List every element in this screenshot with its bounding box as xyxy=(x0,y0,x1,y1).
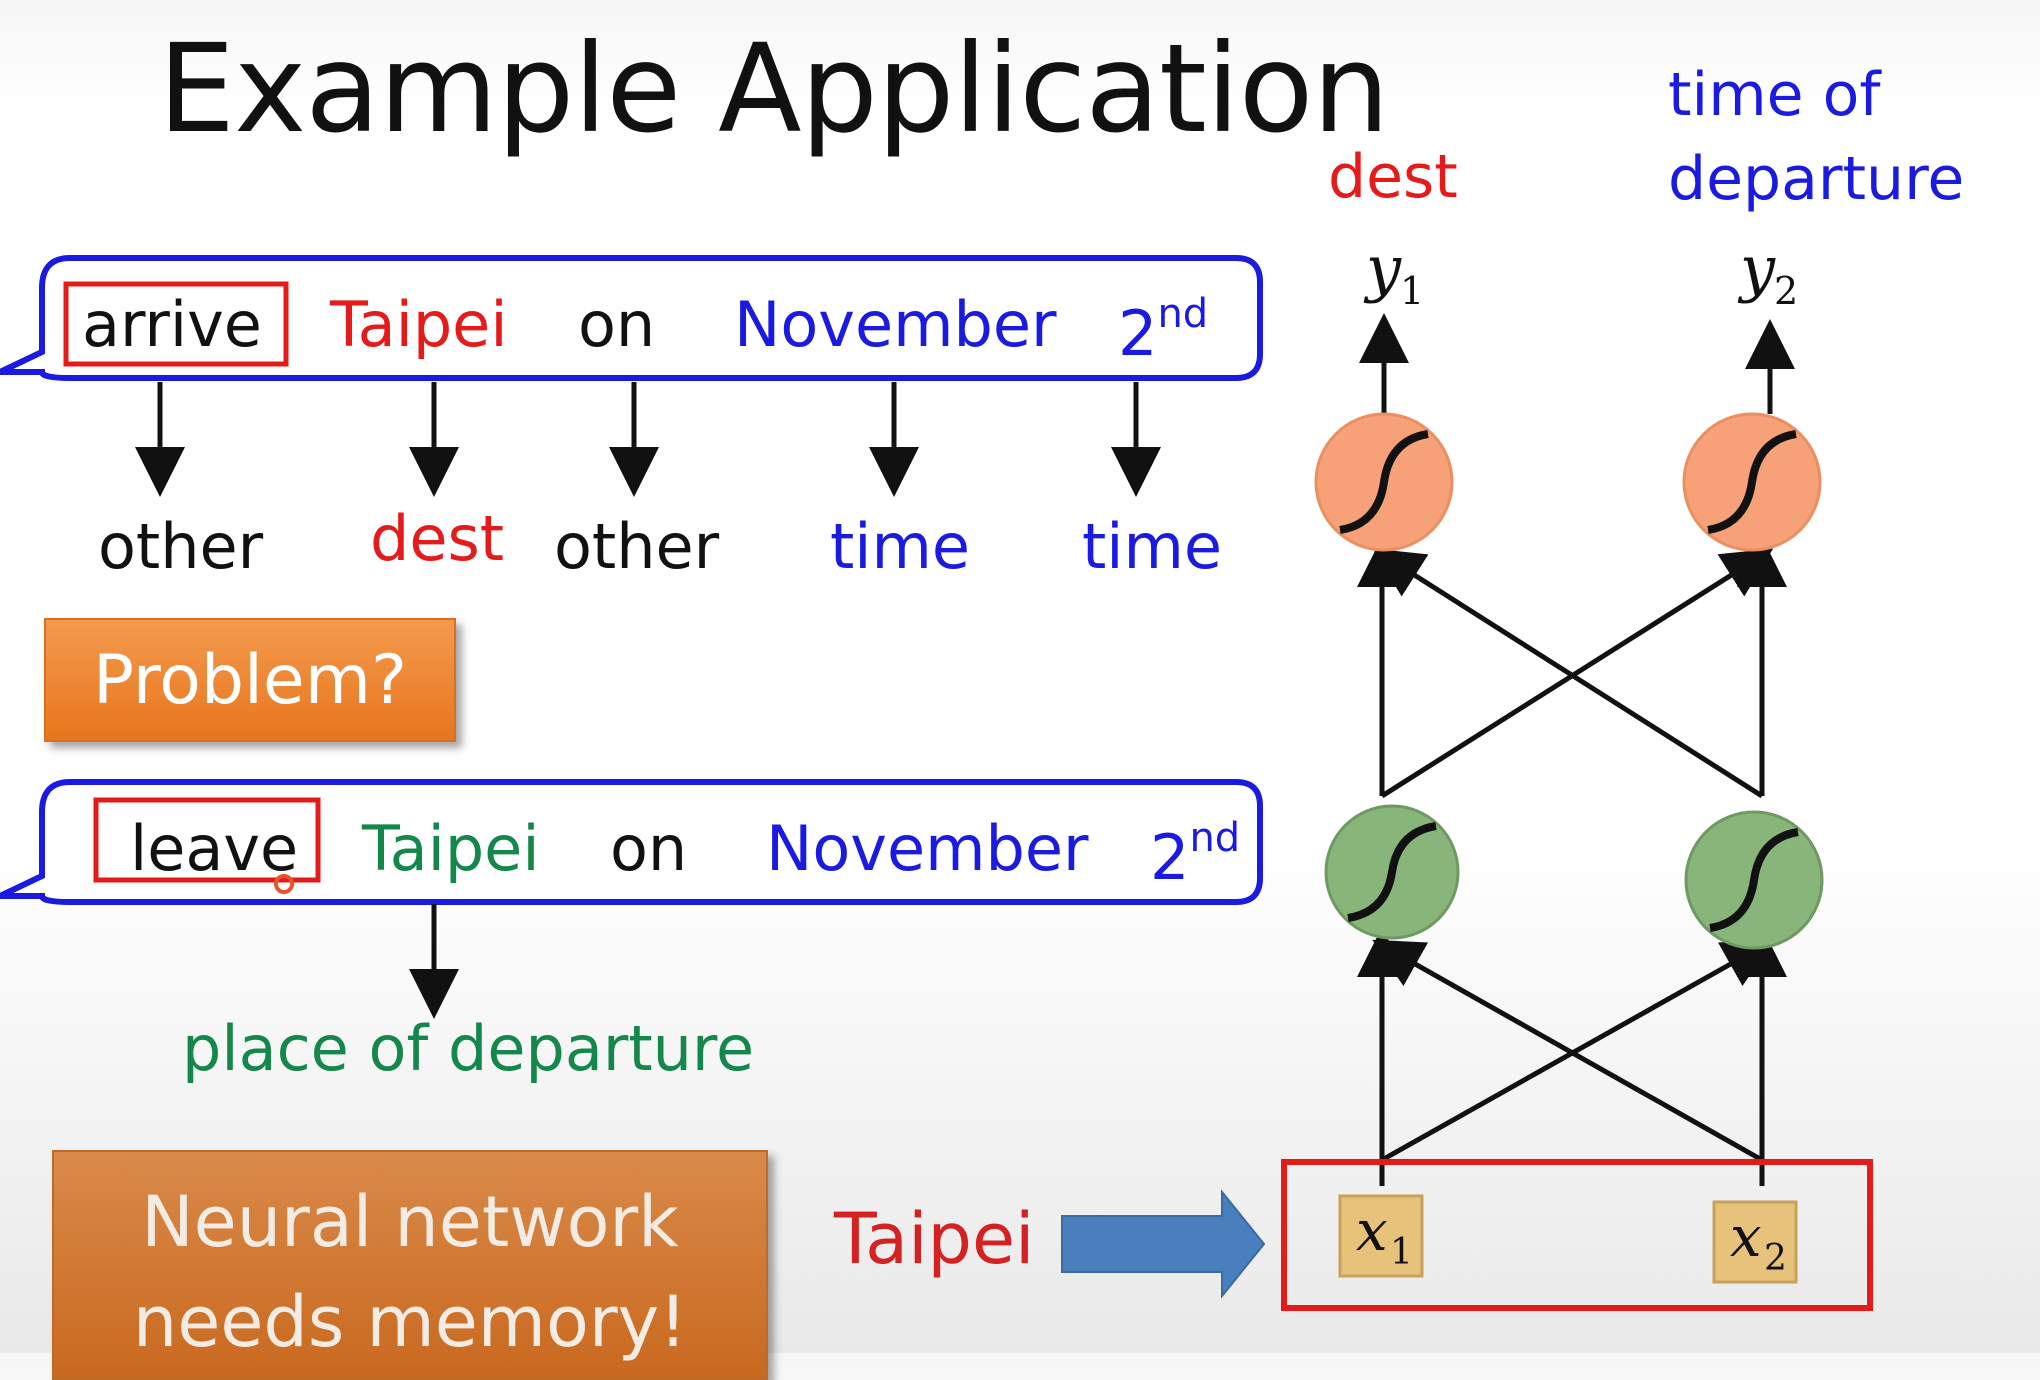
speech-bubble-1 xyxy=(0,255,1263,381)
hidden-neuron-1 xyxy=(1324,804,1460,940)
output-y2-subscript: 2 xyxy=(1774,269,1798,313)
word-on-1: on xyxy=(578,288,656,361)
word-arrive: arrive xyxy=(82,288,262,361)
output-y2-label: y xyxy=(1737,232,1776,305)
input-x1-subscript: 1 xyxy=(1390,1232,1413,1273)
output-label-time-line2: departure xyxy=(1668,144,1965,214)
date-number: 2 xyxy=(1150,821,1190,894)
word-november-1: November xyxy=(734,288,1057,361)
memory-callout-line1: Neural network xyxy=(141,1181,679,1263)
hidden-neuron-2 xyxy=(1684,810,1824,950)
slot-label-other-1: other xyxy=(98,510,264,583)
input-highlight-box xyxy=(1281,1159,1873,1311)
word-date-1: 2nd xyxy=(1118,294,1208,365)
date-suffix: nd xyxy=(1189,815,1241,861)
input-x1-label: x xyxy=(1356,1199,1388,1264)
slot-label-other-2: other xyxy=(554,510,720,583)
input-x1-box xyxy=(1338,1194,1424,1278)
word-on-2: on xyxy=(610,812,688,885)
slot-label-time-1: time xyxy=(830,510,971,583)
date-number: 2 xyxy=(1118,297,1158,370)
input-x2-label: x xyxy=(1730,1205,1762,1270)
output-label-dest: dest xyxy=(1328,142,1458,212)
slide-title: Example Application xyxy=(158,18,1390,160)
input-x2-box xyxy=(1712,1200,1798,1284)
output-y1-subscript: 1 xyxy=(1400,269,1424,313)
output-neuron-2 xyxy=(1682,412,1822,552)
output-y1-label: y xyxy=(1363,232,1402,305)
word-taipei-1: Taipei xyxy=(330,288,508,361)
output-neuron-1 xyxy=(1314,412,1454,552)
word-taipei-2: Taipei xyxy=(362,812,540,885)
cursor-dot xyxy=(274,874,294,894)
slot-label-dest: dest xyxy=(370,502,505,575)
input-x2-subscript: 2 xyxy=(1764,1238,1787,1279)
output-label-time-line1: time of xyxy=(1668,60,1881,130)
memory-callout-line2: needs memory! xyxy=(132,1281,688,1363)
word-date-2: 2nd xyxy=(1150,818,1240,889)
word-november-2: November xyxy=(766,812,1089,885)
input-arrow xyxy=(1061,1189,1266,1299)
highlight-box-arrive xyxy=(63,281,289,367)
date-suffix: nd xyxy=(1157,291,1209,337)
speech-bubble-2 xyxy=(0,779,1263,905)
slot-label-place-of-departure: place of departure xyxy=(182,1012,755,1085)
highlight-box-leave xyxy=(93,797,321,883)
problem-callout: Problem? xyxy=(44,618,456,742)
word-leave: leave xyxy=(130,812,299,885)
memory-callout: Neural network needs memory! xyxy=(52,1150,768,1380)
slot-label-time-2: time xyxy=(1082,510,1223,583)
network-connections xyxy=(1357,313,1795,1186)
input-word-taipei: Taipei xyxy=(834,1198,1035,1280)
